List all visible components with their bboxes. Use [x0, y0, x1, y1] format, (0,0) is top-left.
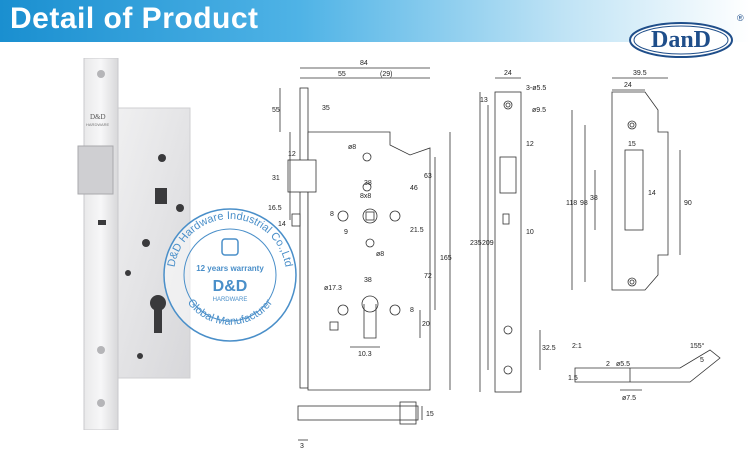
dim-sc-5: 5 — [700, 357, 704, 364]
stamp-warranty: 12 years warranty — [196, 264, 264, 273]
dim-st-39-5: 39.5 — [633, 70, 647, 77]
dim-8-left: 8 — [330, 211, 334, 218]
logo-text: DanD — [650, 27, 711, 53]
dim-72: 72 — [424, 273, 432, 280]
stamp-brand-sub: HARDWARE — [213, 297, 248, 303]
screw-section-drawing — [574, 349, 721, 391]
dim-63: 63 — [424, 173, 432, 180]
dim-31: 31 — [272, 175, 280, 182]
dim-scale: 2:1 — [572, 343, 582, 350]
dim-phi8-top: ø8 — [348, 144, 356, 151]
dim-46: 46 — [410, 185, 418, 192]
dim-35: 35 — [322, 105, 330, 112]
dim-sc-2: 2 — [606, 361, 610, 368]
dim-3: 3 — [300, 443, 304, 450]
dim-st-38: 38 — [590, 195, 598, 202]
dim-8x8: 8x8 — [360, 193, 371, 200]
dim-st-14: 14 — [648, 190, 656, 197]
brand-logo: DanD — [628, 20, 734, 60]
dim-st-90: 90 — [684, 200, 692, 207]
dim-10-3: 10.3 — [358, 351, 372, 358]
dim-phi17-3: ø17.3 — [324, 285, 342, 292]
dim-38-a: 38 — [364, 180, 372, 187]
dim-sc-phi5-5: ø5.5 — [616, 361, 630, 368]
strike-plate-drawing — [571, 77, 681, 291]
dim-8-right: 8 — [410, 307, 414, 314]
mortise-lock-photo — [77, 58, 191, 430]
stamp-brand: D&D — [213, 278, 248, 295]
dim-top-55: 55 — [338, 71, 346, 78]
dim-st-24: 24 — [624, 82, 632, 89]
watermark-stamp: D&D Hardware Industrial Co.,Ltd Global M… — [160, 205, 300, 345]
dim-84: 84 — [360, 60, 368, 67]
dim-12: 12 — [288, 151, 296, 158]
dim-fp-235: 235 — [470, 240, 482, 247]
registered-mark: ® — [737, 13, 744, 23]
dim-side-55: 55 — [272, 107, 280, 114]
dim-20: 20 — [422, 321, 430, 328]
dim-st-118: 118 — [566, 200, 577, 207]
dim-sc-phi7-5: ø7.5 — [622, 395, 636, 402]
dim-29: (29) — [380, 71, 392, 78]
dim-21-5: 21.5 — [410, 227, 424, 234]
dim-phi8-mid: ø8 — [376, 251, 384, 258]
dim-fp-13: 13 — [480, 97, 488, 104]
dim-fp-209: 209 — [482, 240, 494, 247]
dim-st-15: 15 — [628, 141, 636, 148]
dim-38-b: 38 — [364, 277, 372, 284]
dim-fp-3phi5-5: 3-ø5.5 — [526, 85, 546, 92]
dim-sc-155: 155° — [690, 342, 705, 350]
dim-16-5: 16.5 — [268, 205, 282, 212]
dim-fp-24: 24 — [504, 70, 512, 77]
technical-drawings: 84 55 (29) 55 35 12 31 16.5 14 ø8 38 8x8… — [268, 60, 721, 450]
dim-15-bolt: 15 — [426, 411, 434, 418]
logo-oval-icon — [629, 22, 733, 58]
dim-9: 9 — [344, 229, 348, 236]
dim-fp-10: 10 — [526, 229, 534, 236]
dim-fp-32-5: 32.5 — [542, 345, 556, 352]
page-title: Detail of Product — [10, 2, 259, 35]
dim-fp-12: 12 — [526, 141, 534, 148]
dim-fp-phi9-5: ø9.5 — [532, 107, 546, 114]
dim-165: 165 — [440, 255, 452, 262]
header-banner: Detail of Product — [0, 0, 750, 42]
dim-14: 14 — [278, 221, 286, 228]
faceplate-drawing — [479, 77, 541, 393]
faceplate-brand: D&D — [90, 113, 106, 121]
dim-st-98: 98 — [580, 200, 588, 207]
faceplate-sub: HARDWARE — [86, 122, 110, 127]
lock-body-drawing — [279, 67, 451, 441]
dim-sc-1-5: 1.5 — [568, 375, 578, 382]
